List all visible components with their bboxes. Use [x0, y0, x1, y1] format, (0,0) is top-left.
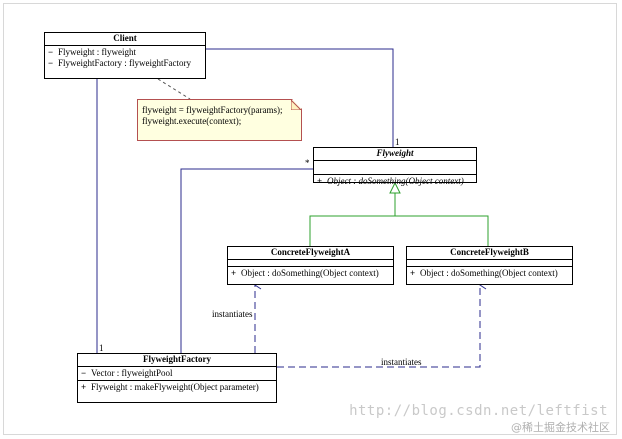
class-client[interactable]: Client −Flyweight : flyweight −Flyweight…: [44, 32, 206, 79]
label-instantiates-b: instantiates: [381, 357, 422, 367]
label-instantiates-a: instantiates: [212, 309, 253, 319]
class-concrete-b-operations: + Object : doSomething(Object context): [407, 267, 572, 280]
class-factory-attributes: −Vector : flyweightPool: [78, 367, 276, 381]
multiplicity-factory-client: 1: [99, 343, 104, 353]
class-flyweight-factory[interactable]: FlyweightFactory −Vector : flyweightPool…: [77, 353, 277, 403]
visibility-public: +: [410, 268, 416, 278]
class-client-name: Client: [45, 33, 205, 46]
visibility-public: +: [231, 268, 237, 278]
operation-text: Object : doSomething(Object context): [327, 176, 464, 186]
multiplicity-factory-flyweight: *: [305, 158, 310, 168]
class-concrete-a-attributes: [228, 260, 393, 267]
diagram-frame: [3, 3, 617, 435]
operation-row: + Object : doSomething(Object context): [410, 268, 572, 279]
association-factory-flyweight: [180, 168, 313, 353]
dependency-factory-concrete-b: [277, 280, 487, 368]
class-concrete-a-operations: + Object : doSomething(Object context): [228, 267, 393, 280]
operation-row: + Object : doSomething(Object context): [317, 176, 476, 187]
attribute-row: −Vector : flyweightPool: [81, 368, 276, 379]
class-factory-operations: + Flyweight : makeFlyweight(Object parame…: [78, 381, 276, 394]
attribute-row: −Flyweight : flyweight: [48, 47, 205, 58]
code-note[interactable]: flyweight = flyweightFactory(params); fl…: [137, 99, 302, 141]
note-anchor-line: [157, 78, 191, 100]
class-concrete-flyweight-a[interactable]: ConcreteFlyweightA + Object : doSomething…: [227, 246, 394, 285]
class-concrete-flyweight-b[interactable]: ConcreteFlyweightB + Object : doSomething…: [406, 246, 573, 285]
attribute-text: FlyweightFactory : flyweightFactory: [58, 58, 191, 68]
note-fold-icon: [291, 100, 301, 110]
visibility-public: +: [81, 382, 87, 392]
class-factory-name: FlyweightFactory: [78, 354, 276, 367]
class-flyweight-name: Flyweight: [314, 148, 476, 161]
attribute-text: Vector : flyweightPool: [91, 368, 173, 378]
class-concrete-b-name: ConcreteFlyweightB: [407, 247, 572, 260]
note-line: flyweight.execute(context);: [142, 116, 242, 126]
operation-row: + Object : doSomething(Object context): [231, 268, 393, 279]
operation-text: Object : doSomething(Object context): [420, 268, 558, 278]
visibility-private: −: [48, 47, 54, 57]
class-flyweight-operations: + Object : doSomething(Object context): [314, 175, 476, 188]
class-flyweight-attributes: [314, 161, 476, 175]
operation-text: Object : doSomething(Object context): [241, 268, 379, 278]
attribute-text: Flyweight : flyweight: [58, 47, 136, 57]
association-client-flyweight: [206, 48, 394, 147]
class-concrete-b-attributes: [407, 260, 572, 267]
class-concrete-a-name: ConcreteFlyweightA: [228, 247, 393, 260]
operation-row: + Flyweight : makeFlyweight(Object parame…: [81, 382, 276, 393]
class-flyweight[interactable]: Flyweight + Object : doSomething(Object c…: [313, 147, 477, 186]
multiplicity-client-flyweight: 1: [395, 137, 400, 147]
visibility-public: +: [317, 176, 323, 186]
class-client-attributes: −Flyweight : flyweight −FlyweightFactory…: [45, 46, 205, 70]
generalization-connector: [309, 181, 489, 246]
operation-text: Flyweight : makeFlyweight(Object paramet…: [91, 382, 259, 392]
note-line: flyweight = flyweightFactory(params);: [142, 105, 283, 115]
visibility-private: −: [48, 58, 54, 68]
watermark-url: http://blog.csdn.net/leftfist: [349, 403, 608, 419]
visibility-private: −: [81, 368, 87, 378]
watermark-site: @稀土掘金技术社区: [511, 421, 610, 434]
attribute-row: −FlyweightFactory : flyweightFactory: [48, 58, 205, 69]
